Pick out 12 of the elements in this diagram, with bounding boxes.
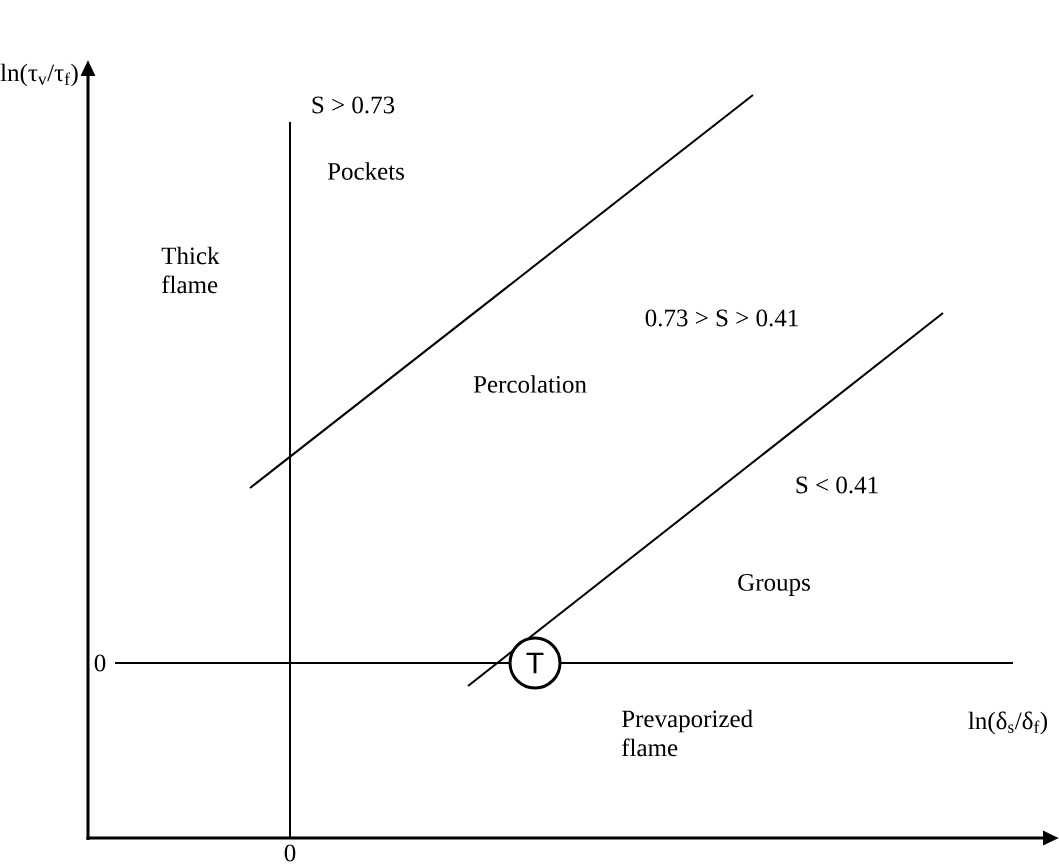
region-label: Thick flame [161,246,220,294]
region-label: 0 [94,654,106,672]
region-label: S < 0.41 [796,476,878,494]
region-label: Prevaporized flame [621,709,753,757]
region-label: Pockets [327,162,404,180]
region-label: ln(τ$_{v}$/τ$_{f}$) [0,63,78,87]
region-label: Groups [738,574,810,596]
region-label: S > 0.73 [312,96,395,114]
region-label: 0 [284,844,296,862]
region-label: ln(δ$_{s}$/δ$_{f}$) [968,711,1048,735]
region-label: Percolation [473,375,587,393]
region-label: 0.73 > S > 0.41 [645,309,798,327]
